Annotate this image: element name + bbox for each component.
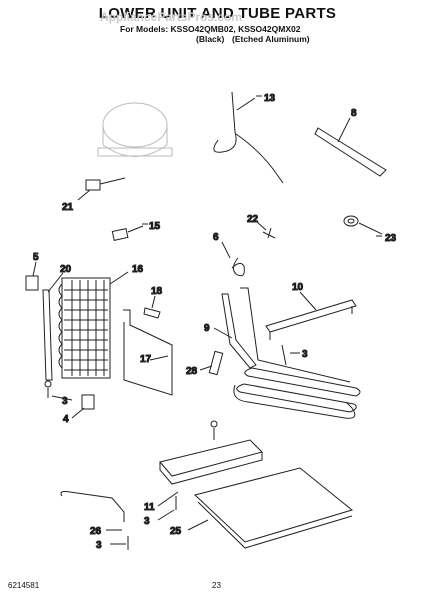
part-16-condenser: [58, 271, 129, 379]
part-3-screw-left: [47, 388, 73, 401]
callout-4: 4: [63, 414, 69, 425]
part-15-plug: [111, 225, 144, 241]
watermark-text: AppliancePartsPros.com: [100, 10, 243, 24]
callout-21: 21: [62, 202, 74, 213]
callout-16: 16: [132, 264, 144, 275]
callout-3-pan: 3: [144, 516, 150, 527]
callout-23: 23: [385, 233, 397, 244]
part-22-screw: [256, 221, 276, 239]
callout-13: 13: [264, 93, 276, 104]
compressor-part: [97, 102, 173, 157]
callout-20: 20: [60, 264, 72, 275]
models-line: For Models: KSSO42QMB02, KSSO42QMX02: [120, 24, 301, 34]
callout-5: 5: [33, 252, 39, 263]
callout-11: 11: [144, 502, 155, 513]
callout-6: 6: [213, 232, 219, 243]
part-9-tube: [213, 293, 257, 369]
part-28-tube: [199, 350, 224, 376]
callout-22: 22: [247, 214, 259, 225]
part-4-clip: [71, 394, 95, 419]
part-18-clip: [143, 295, 161, 319]
part-3-screw-lower: [110, 536, 129, 550]
page-number: 23: [212, 581, 221, 590]
part-8-tube: [314, 117, 387, 177]
document-number: 6214581: [8, 581, 40, 590]
part-17-heater: [123, 309, 173, 396]
part-5-tag: [25, 261, 39, 291]
variant-aluminum-label: (Etched Aluminum): [232, 34, 310, 44]
part-23-grommet: [343, 215, 383, 235]
callout-18: 18: [151, 286, 163, 297]
part-20-bracket: [42, 272, 64, 388]
callout-28: 28: [186, 366, 198, 377]
part-11-drain-pan: [157, 420, 263, 507]
callout-3-left: 3: [62, 396, 68, 407]
part-10-bracket: [265, 291, 357, 340]
callout-3-lower: 3: [96, 540, 102, 551]
part-26-tube: [60, 491, 125, 531]
callout-25: 25: [170, 526, 182, 537]
page-title: LOWER UNIT AND TUBE PARTS: [98, 5, 337, 22]
variant-black-label: (Black): [196, 34, 225, 44]
callout-15: 15: [149, 221, 161, 232]
part-3-screw-pan: [157, 496, 177, 521]
callout-26: 26: [90, 526, 102, 537]
part-21-connector: [77, 177, 126, 201]
leader-lines: [142, 95, 382, 237]
part-3-screw-upper: [281, 344, 300, 366]
part-6-tube: [221, 241, 245, 277]
callout-10: 10: [292, 282, 304, 293]
part-25-pan: [187, 467, 354, 549]
callout-17: 17: [140, 354, 152, 365]
part-13-tube: [213, 91, 284, 184]
callout-8: 8: [351, 108, 357, 119]
callout-3-upper: 3: [302, 349, 308, 360]
evaporator-heater: [233, 287, 361, 419]
callout-9: 9: [204, 323, 210, 334]
